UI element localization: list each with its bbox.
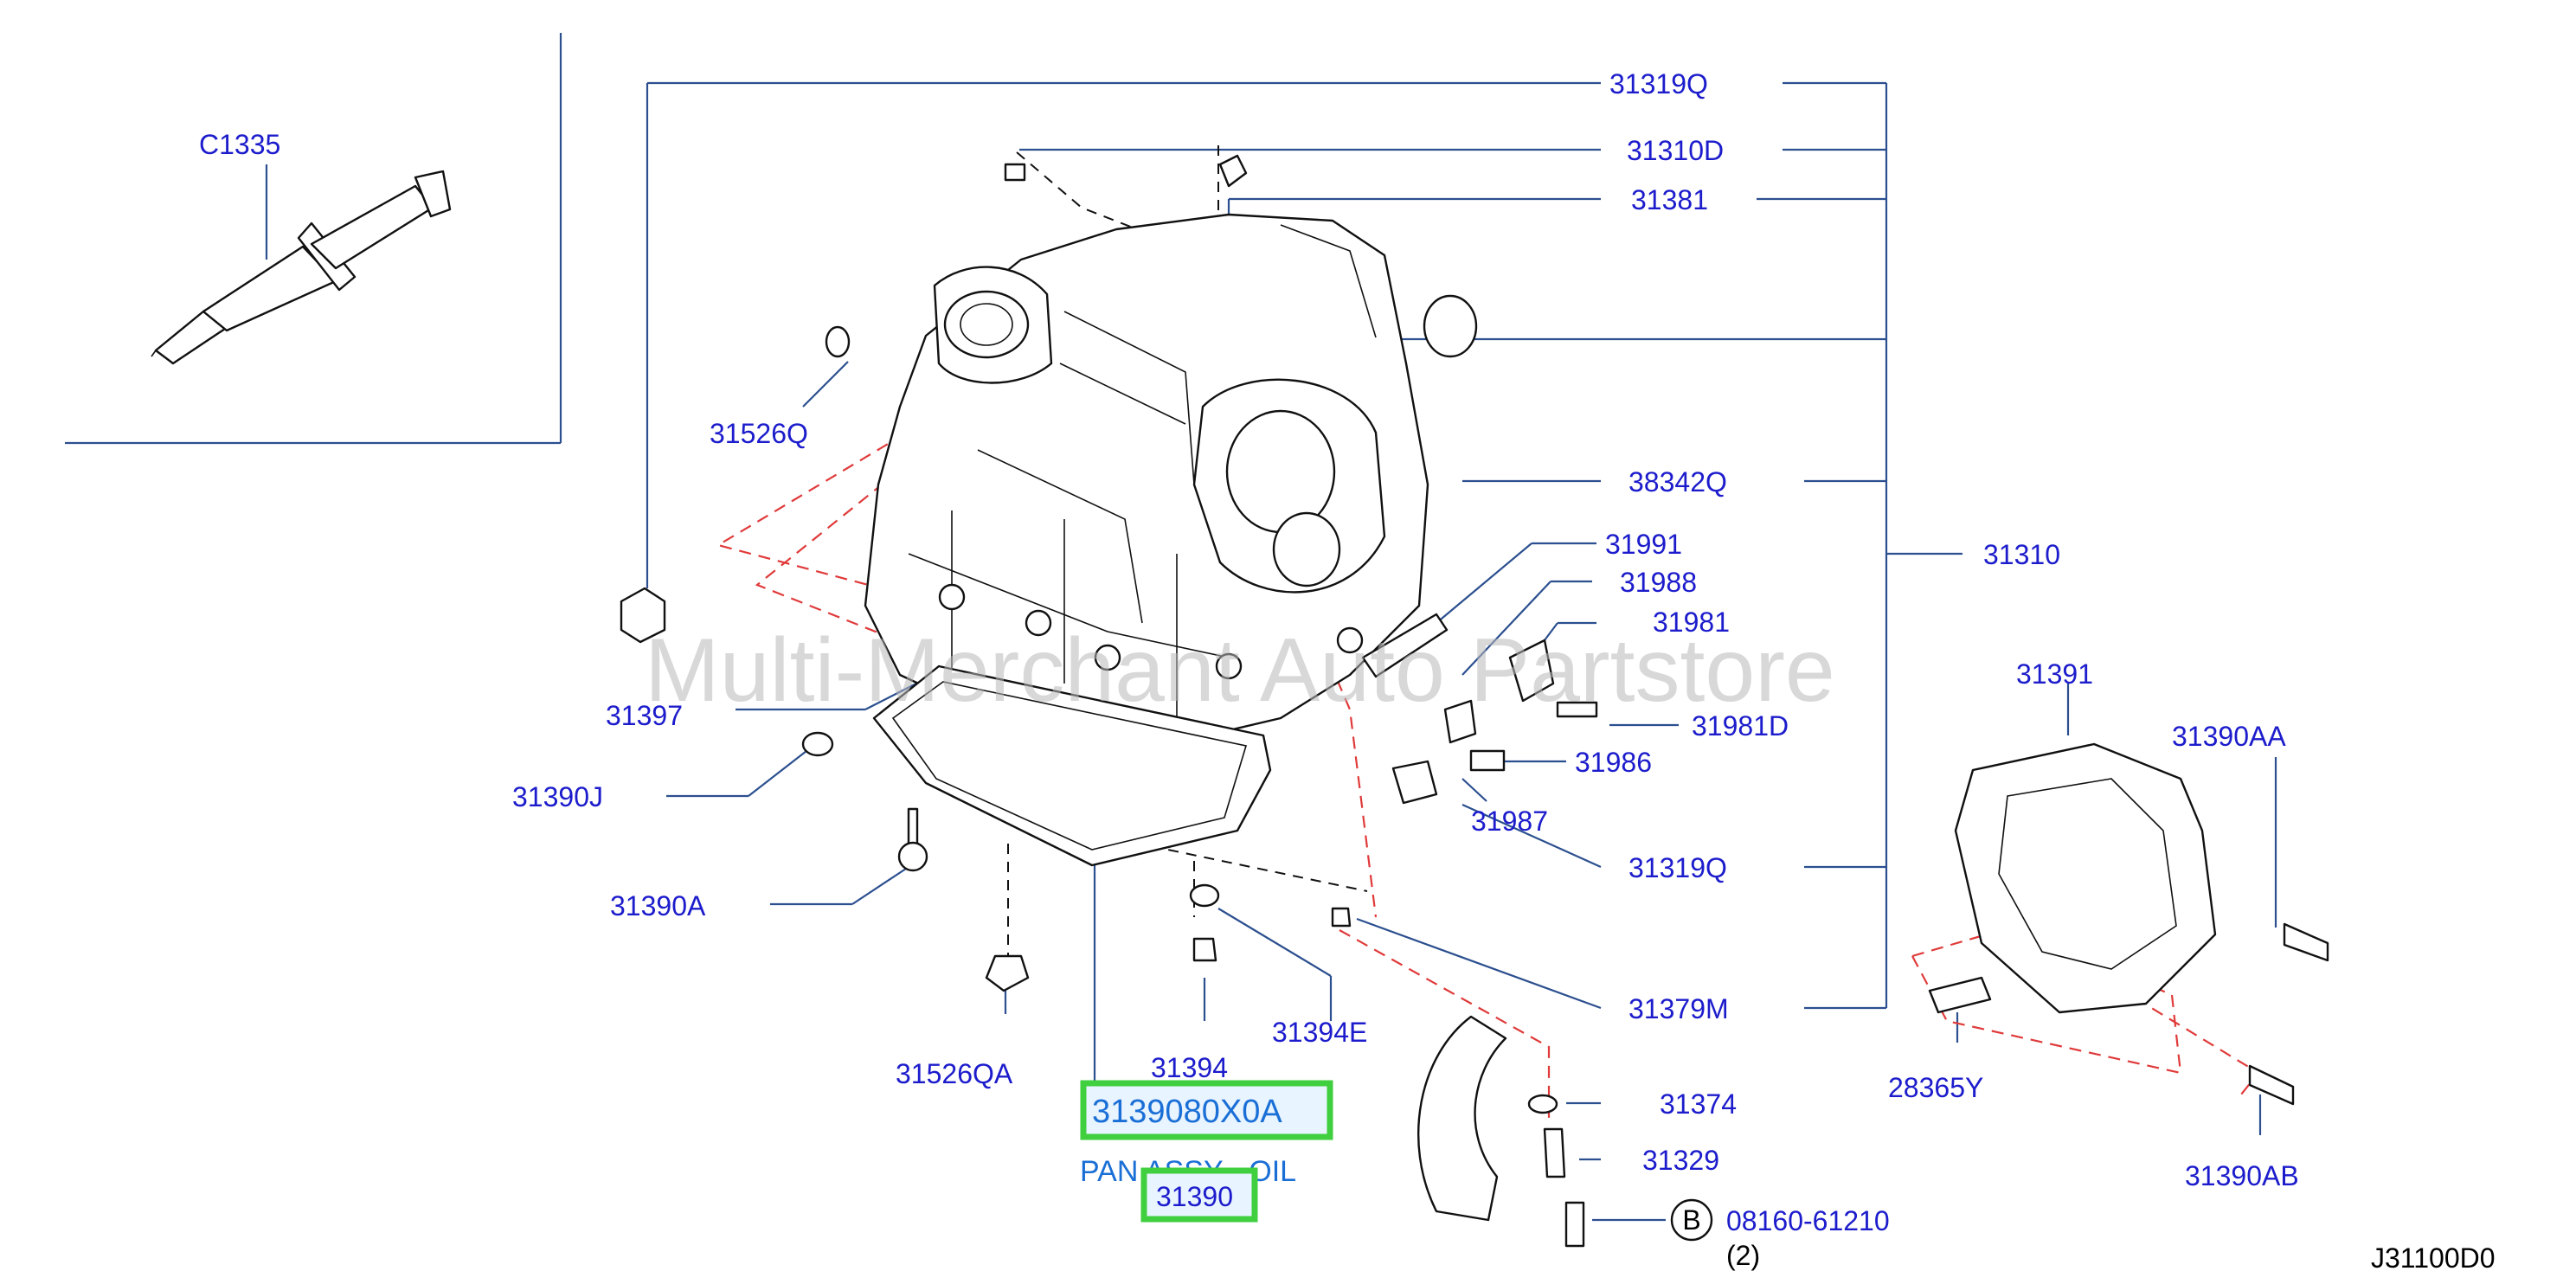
fitting-31329-icon [1543, 1127, 1566, 1178]
label-31394e[interactable]: 31394E [1272, 1017, 1367, 1048]
bolt-letter: B [1682, 1204, 1700, 1236]
label-31397[interactable]: 31397 [606, 700, 683, 731]
nut-31379m-icon [1331, 907, 1352, 928]
label-31390ab[interactable]: 31390AB [2185, 1160, 2299, 1191]
dipstick-31381-icon [1218, 154, 1248, 188]
highlight-box-part-number [1080, 1080, 1333, 1140]
sealant-tube-icon [151, 170, 452, 365]
label-31526qa[interactable]: 31526QA [896, 1058, 1013, 1089]
leader-lines [646, 81, 2277, 1222]
plug-31397-icon [620, 587, 666, 644]
label-31390j[interactable]: 31390J [512, 781, 603, 812]
label-31991[interactable]: 31991 [1605, 529, 1682, 560]
label-31374[interactable]: 31374 [1660, 1088, 1737, 1120]
plug-31526qa-icon [985, 954, 1030, 992]
label-31981[interactable]: 31981 [1653, 607, 1730, 638]
highlight-part-number[interactable]: 3139080X0A [1092, 1094, 1282, 1130]
bracket-31991-icon [1361, 613, 1449, 678]
label-31987[interactable]: 31987 [1471, 806, 1548, 837]
label-31526q[interactable]: 31526Q [710, 418, 808, 449]
label-38342q[interactable]: 38342Q [1628, 466, 1727, 498]
label-c1335[interactable]: C1335 [199, 129, 280, 160]
clip-28365y-icon [1928, 976, 1992, 1014]
washer-31394e-icon [1189, 883, 1220, 908]
bolt-quantity: (2) [1726, 1240, 1760, 1271]
seal-31988-icon [1443, 699, 1477, 744]
oring-38342q-icon [1423, 294, 1478, 358]
label-31390a[interactable]: 31390A [610, 890, 706, 921]
pin-31310d-icon [1004, 163, 1026, 182]
bolt-31390ab-icon [2248, 1064, 2295, 1106]
label-31310[interactable]: 31310 [1983, 539, 2060, 570]
part-labels: C1335 31319Q 31310D 31381 31526Q 38342Q … [199, 68, 2299, 1236]
side-cover [1928, 742, 2329, 1106]
selected-part-highlight: 3139080X0A PAN ASSY - OIL 31390 [1080, 1080, 1333, 1223]
bolt-08160-icon [1564, 1201, 1585, 1248]
sensor-31987-icon [1391, 760, 1438, 805]
label-31329[interactable]: 31329 [1642, 1145, 1719, 1176]
label-31379m[interactable]: 31379M [1628, 993, 1729, 1024]
diagram-code: J31100D0 [2371, 1242, 2496, 1274]
bolt-callout: B (2) [1670, 1198, 1760, 1271]
label-31391[interactable]: 31391 [2016, 658, 2093, 690]
highlight-box-ref [1140, 1167, 1258, 1223]
washer-31390j-icon [801, 731, 834, 757]
label-31981d[interactable]: 31981D [1692, 710, 1789, 742]
oring-31526q-icon [825, 325, 851, 358]
transmission-case [864, 213, 1429, 754]
label-31986[interactable]: 31986 [1575, 747, 1652, 778]
label-31319q-bottom[interactable]: 31319Q [1628, 852, 1727, 883]
label-08160-61210[interactable]: 08160-61210 [1726, 1205, 1890, 1236]
label-31381[interactable]: 31381 [1631, 184, 1708, 215]
sealant-inset [65, 33, 562, 445]
oil-pan [872, 664, 1272, 867]
label-31310d[interactable]: 31310D [1627, 135, 1724, 166]
pin-31986-icon [1469, 749, 1506, 772]
watermark: Multi-Merchant Auto Partstore [645, 620, 1835, 721]
label-31390aa[interactable]: 31390AA [2172, 721, 2286, 752]
label-31394[interactable]: 31394 [1151, 1052, 1228, 1083]
label-31988[interactable]: 31988 [1620, 567, 1697, 598]
sensor-31981-icon [1508, 639, 1555, 703]
bolt-31981d-icon [1556, 701, 1598, 718]
small-parts [620, 154, 1598, 1248]
bolt-31390aa-icon [2283, 922, 2329, 962]
pipe-31374-icon [1416, 1015, 1507, 1222]
plug-31394-icon [1192, 937, 1217, 962]
label-28365y[interactable]: 28365Y [1888, 1072, 1983, 1103]
label-31319q-top[interactable]: 31319Q [1609, 68, 1708, 100]
highlight-ref[interactable]: 31390 [1156, 1181, 1233, 1212]
